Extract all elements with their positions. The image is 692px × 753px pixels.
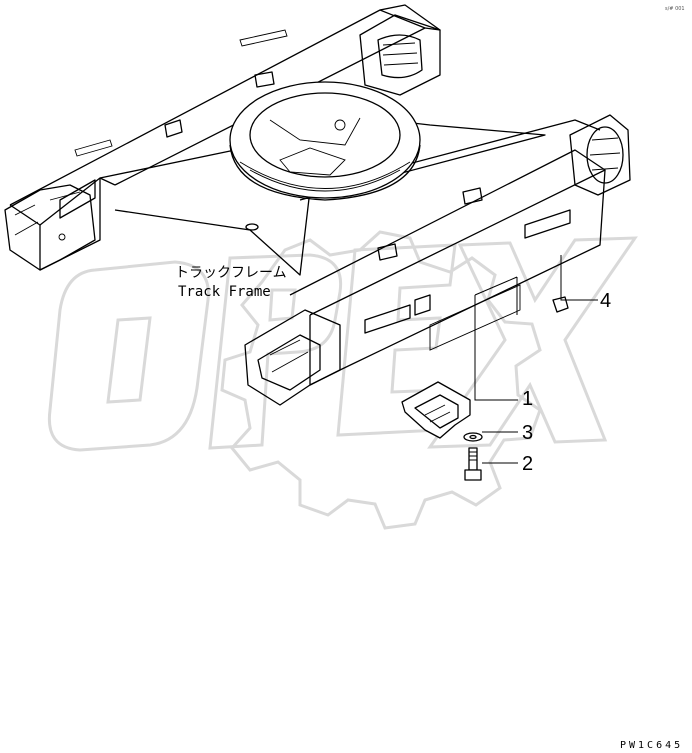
washer [463, 432, 483, 442]
washer-hole [469, 434, 477, 440]
callout-2[interactable]: 2 [522, 453, 533, 475]
frame-bolt-hole [245, 223, 259, 231]
caption-english: Track Frame [178, 284, 271, 300]
track-frame-drawing [4, 4, 631, 406]
track-guard [401, 381, 471, 439]
bolt [464, 447, 482, 481]
drawing-code: PW1C645 [620, 740, 683, 751]
swing-circle [229, 81, 421, 201]
watermark [47, 230, 638, 530]
corner-mark: s/# 001 [665, 6, 685, 12]
callout-3[interactable]: 3 [522, 422, 533, 444]
leader-lines [474, 255, 598, 464]
callout-4[interactable]: 4 [600, 290, 611, 312]
caption-japanese: トラックフレーム [175, 265, 287, 281]
callout-1[interactable]: 1 [522, 388, 533, 410]
